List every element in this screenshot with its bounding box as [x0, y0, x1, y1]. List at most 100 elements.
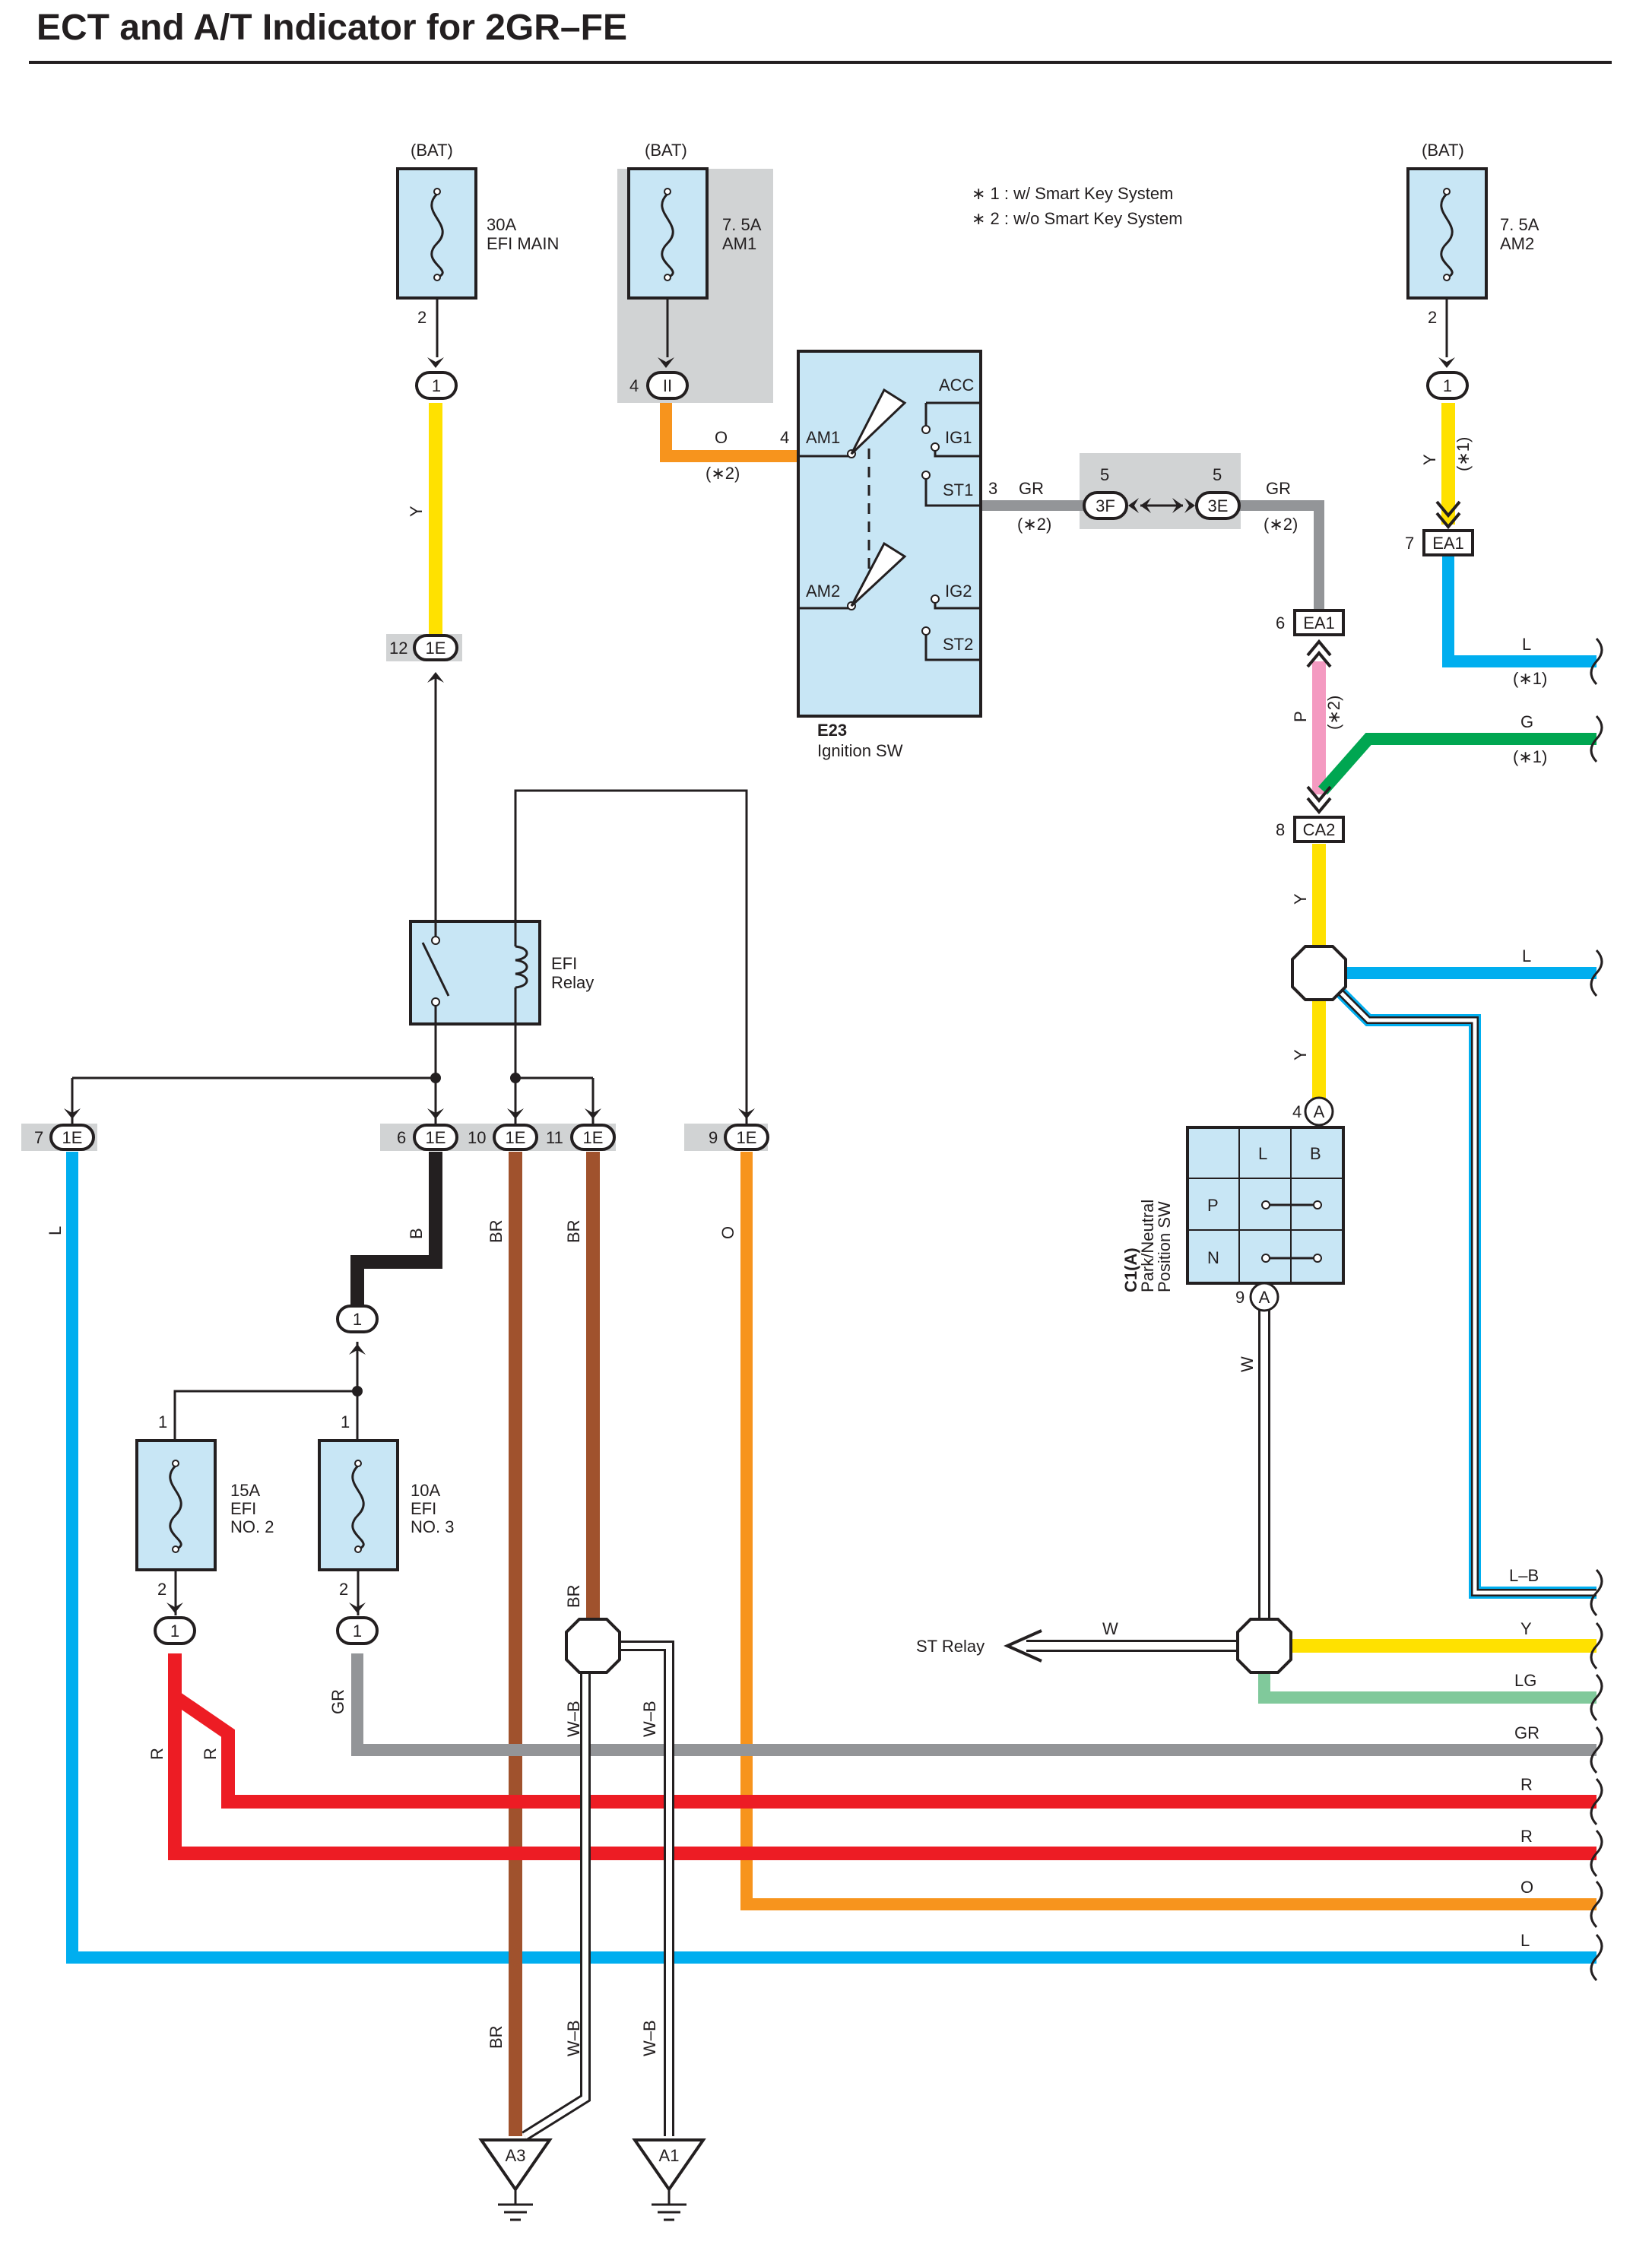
svg-text:EFI: EFI: [230, 1499, 256, 1518]
svg-text:AM1: AM1: [806, 428, 840, 447]
svg-text:ACC: ACC: [939, 376, 975, 395]
svg-text:1E: 1E: [506, 1128, 526, 1147]
svg-text:N: N: [1207, 1248, 1219, 1267]
svg-text:(BAT): (BAT): [1422, 141, 1464, 160]
note-1: ∗ 1 : w/ Smart Key System: [972, 184, 1173, 203]
svg-text:1E: 1E: [583, 1128, 604, 1147]
wire-l-left: [66, 1152, 1597, 1964]
park-neutral-switch: L B P N C1(A) Park/Neutral Position SW A…: [1121, 1096, 1345, 1312]
page-title: ECT and A/T Indicator for 2GR–FE: [36, 8, 627, 48]
svg-text:1E: 1E: [62, 1128, 83, 1147]
svg-text:1E: 1E: [737, 1128, 757, 1147]
svg-text:R: R: [1520, 1827, 1533, 1846]
connector-1-efi-no2: 1: [154, 1603, 196, 1645]
svg-text:B: B: [407, 1228, 426, 1239]
fuse-efi-main: (BAT) 30A EFI MAIN 2: [396, 141, 559, 357]
svg-text:4: 4: [780, 428, 789, 447]
svg-text:R: R: [201, 1748, 220, 1760]
connector-1-b: 1: [336, 1305, 379, 1355]
svg-text:2: 2: [417, 308, 426, 327]
svg-text:9: 9: [1235, 1288, 1245, 1307]
svg-text:BR: BR: [487, 1219, 506, 1243]
svg-text:9: 9: [709, 1128, 718, 1147]
svg-text:R: R: [147, 1748, 166, 1760]
svg-text:(BAT): (BAT): [411, 141, 453, 160]
svg-text:Park/Neutral: Park/Neutral: [1138, 1200, 1157, 1292]
svg-text:C1(A): C1(A): [1121, 1247, 1140, 1292]
svg-text:8: 8: [1276, 820, 1285, 839]
wire-g: [1318, 733, 1597, 795]
svg-text:(∗2): (∗2): [1324, 696, 1343, 730]
svg-text:1: 1: [353, 1622, 362, 1641]
svg-text:1: 1: [432, 376, 441, 395]
svg-text:AM2: AM2: [1500, 234, 1534, 253]
ignition-switch: ACC IG1 ST1 AM1 AM2 IG2 ST2 4 3 E23 Igni…: [780, 350, 997, 760]
st-relay-label: ST Relay: [916, 1637, 985, 1656]
wire-wb-a1: [617, 1641, 674, 2136]
svg-text:L: L: [1522, 635, 1531, 654]
svg-text:W–B: W–B: [564, 1701, 583, 1737]
wire-l-ea1: [1442, 555, 1597, 667]
note-2: ∗ 2 : w/o Smart Key System: [972, 209, 1183, 228]
svg-text:6: 6: [1276, 613, 1285, 632]
svg-text:AM1: AM1: [722, 234, 756, 253]
svg-text:(∗2): (∗2): [1017, 515, 1051, 534]
svg-text:7: 7: [1405, 534, 1414, 553]
svg-text:GR: GR: [1514, 1723, 1539, 1742]
svg-text:4: 4: [629, 376, 639, 395]
svg-text:L–B: L–B: [1509, 1566, 1539, 1585]
svg-text:EA1: EA1: [1303, 613, 1335, 632]
svg-text:II: II: [663, 376, 672, 395]
svg-text:30A: 30A: [487, 215, 516, 234]
svg-text:NO. 2: NO. 2: [230, 1517, 274, 1536]
svg-text:Y: Y: [1420, 454, 1439, 465]
connector-1-am2: 1: [1426, 357, 1469, 400]
svg-text:W: W: [1238, 1356, 1257, 1372]
svg-text:(∗2): (∗2): [706, 464, 740, 483]
svg-text:A3: A3: [506, 2146, 526, 2165]
fuse-efi-no3: 1 10A EFI NO. 3 2: [318, 1412, 454, 1615]
svg-text:Ignition SW: Ignition SW: [817, 741, 903, 760]
svg-text:B: B: [1310, 1144, 1321, 1163]
connector-1e-11: 1E 11: [546, 1108, 616, 1151]
ground-a3: A3: [478, 2138, 553, 2221]
svg-text:3E: 3E: [1208, 496, 1229, 515]
svg-text:W–B: W–B: [564, 2020, 583, 2056]
svg-text:EFI MAIN: EFI MAIN: [487, 234, 559, 253]
connector-3f-3e: 3F 5 3E 5: [1083, 465, 1241, 520]
ground-a1: A1: [632, 2138, 706, 2221]
svg-text:Y: Y: [1291, 893, 1310, 905]
svg-text:(∗2): (∗2): [1264, 515, 1298, 534]
svg-text:O: O: [718, 1226, 737, 1239]
svg-text:P: P: [1291, 711, 1310, 722]
connector-1-efi-main: 1: [415, 357, 458, 400]
connector-1e-7: 1E 7: [34, 1108, 95, 1151]
svg-text:1: 1: [158, 1412, 167, 1431]
svg-text:L: L: [1258, 1144, 1267, 1163]
svg-text:10: 10: [468, 1128, 486, 1147]
svg-text:AM2: AM2: [806, 582, 840, 601]
svg-text:1: 1: [353, 1310, 362, 1329]
wire-r-2: [168, 1653, 1597, 1860]
svg-text:L: L: [1522, 946, 1531, 965]
svg-text:Y: Y: [407, 506, 426, 517]
wire-b: [350, 1152, 442, 1306]
svg-text:1E: 1E: [426, 1128, 446, 1147]
fuse-am2: (BAT) 7. 5A AM2 2: [1406, 141, 1539, 357]
svg-text:W–B: W–B: [640, 1701, 659, 1737]
svg-text:L: L: [46, 1226, 65, 1235]
wire-wb-a3: [522, 1669, 591, 2141]
svg-text:LG: LG: [1514, 1671, 1536, 1690]
svg-text:2: 2: [339, 1580, 348, 1599]
svg-text:(∗1): (∗1): [1513, 669, 1547, 688]
wire-r-1: [168, 1653, 1597, 1809]
fuse-am1: (BAT) 7. 5A AM1: [627, 141, 762, 357]
svg-text:P: P: [1207, 1196, 1219, 1215]
svg-text:5: 5: [1213, 465, 1222, 484]
svg-text:A: A: [1259, 1288, 1270, 1307]
svg-text:W: W: [1102, 1619, 1118, 1638]
svg-text:11: 11: [546, 1128, 563, 1147]
svg-text:G: G: [1520, 712, 1533, 731]
connector-1e-12: 1E 12: [389, 634, 458, 683]
svg-text:NO. 3: NO. 3: [411, 1517, 454, 1536]
